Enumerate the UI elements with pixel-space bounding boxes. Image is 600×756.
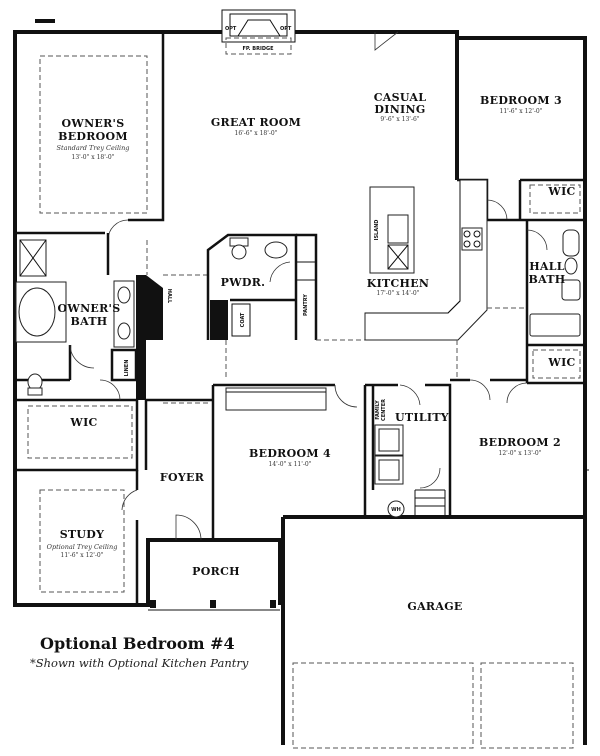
garage: GARAGE [292,600,574,749]
exterior-walls [13,30,587,745]
great-room-dim: 16'-6" x 18'-0" [235,130,278,137]
wic-bedroom-2: WIC [525,345,585,385]
utility-name: UTILITY [395,411,449,424]
caption-title: Optional Bedroom #4 [40,634,235,653]
owners-bath: OWNER'S BATH [15,239,163,400]
kitchen: ISLAND KITCHEN 17'-0" x 14'-0" [225,179,527,380]
family-center-1: FAMILY [375,400,381,420]
wic-owner-name: WIC [69,416,97,429]
hall-bath: HALL BATH [525,220,585,347]
linen-name: LINEN [124,360,130,377]
casual-dining: CASUAL DINING 9'-6" x 13'-6" [374,91,427,123]
coat-name: COAT [240,312,246,327]
bedroom-3-dim: 11'-6" x 12'-0" [500,108,543,115]
pantry-name: PANTRY [303,294,309,316]
study-note: Optional Trey Ceiling [47,543,118,551]
great-room-name: GREAT ROOM [211,116,301,129]
bedroom-4-name: BEDROOM 4 [249,447,331,460]
water-heater: WH [391,507,401,513]
bedroom-4: BEDROOM 4 14'-0" x 11'-0" [146,383,367,540]
hall-bath-name-1: HALL [529,260,565,273]
wic-bed2-name: WIC [547,356,575,369]
owners-bedroom-name-2: BEDROOM [58,130,128,143]
owners-bath-name-2: BATH [70,315,107,328]
bedroom-2: BEDROOM 2 12'-0" x 13'-0" [450,378,589,471]
great-room: GREAT ROOM 16'-6" x 18'-0" [146,31,399,276]
wic-bed3-name: WIC [547,185,575,198]
fireplace-opt-left: OPT [225,26,237,32]
bedroom-4-dim: 14'-0" x 11'-0" [269,461,312,468]
linen: LINEN [110,348,138,382]
owners-wic: WIC [15,379,139,472]
fireplace-label: FP. BRIDGE [243,46,275,52]
island-label: ISLAND [374,220,380,241]
foyer-name: FOYER [160,471,205,484]
study-name: STUDY [60,528,105,541]
bedroom-2-name: BEDROOM 2 [479,436,561,449]
casual-dining-name-1: CASUAL [374,91,427,104]
family-center-2: CENTER [381,399,387,421]
kitchen-pantry: PANTRY [296,233,318,340]
foyer: FOYER [144,400,205,541]
fireplace: FP. BRIDGE OPT OPT [221,9,296,55]
powder-room: PWDR. COAT [206,233,298,340]
owners-bedroom-dim: 13'-0" x 18'-0" [72,154,115,161]
garage-steps [414,489,446,517]
kitchen-name: KITCHEN [367,277,430,290]
hall-label: HALL [166,289,172,304]
owners-bedroom-name-1: OWNER'S [62,117,125,130]
kitchen-dim: 17'-0" x 14'-0" [377,290,420,297]
owners-bedroom-note: Standard Trey Ceiling [57,144,130,152]
fireplace-opt-right: OPT [280,26,292,32]
porch-name: PORCH [192,565,240,578]
porch: PORCH [148,565,280,611]
hall-bath-name-2: BATH [528,273,565,286]
bedroom-3-name: BEDROOM 3 [480,94,562,107]
caption-subtitle: *Shown with Optional Kitchen Pantry [30,656,249,670]
study: STUDY Optional Trey Ceiling 11'-6" x 12'… [39,470,139,605]
pwdr-name: PWDR. [221,276,266,289]
casual-dining-name-2: DINING [374,103,425,116]
utility: UTILITY FAMILY CENTER WH [365,383,452,518]
study-dim: 11'-6" x 12'-0" [61,552,104,559]
casual-dining-dim: 9'-6" x 13'-6" [380,116,419,123]
owners-bath-name-1: OWNER'S [58,302,121,315]
bedroom-2-dim: 12'-0" x 13'-0" [499,450,542,457]
corner-mark [35,19,55,23]
garage-name: GARAGE [407,600,462,613]
owners-bedroom: OWNER'S BEDROOM Standard Trey Ceiling 13… [15,32,165,275]
